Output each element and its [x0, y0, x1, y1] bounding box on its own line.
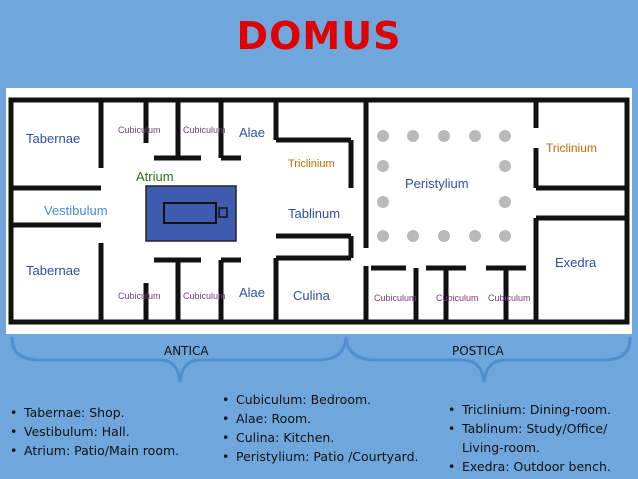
floor-plan-drawing: Tabernae Tabernae Vestibulum Atrium Cubi…: [8, 97, 630, 325]
column: [499, 196, 511, 208]
room-label-cubiculum-5: Cubiculum: [374, 293, 417, 303]
room-label-cubiculum-3: Cubiculum: [118, 291, 161, 301]
section-label-antica: ANTICA: [164, 344, 209, 358]
column: [499, 160, 511, 172]
definition-item: Vestibulum: Hall.: [10, 422, 220, 441]
definition-item: Culina: Kitchen.: [222, 428, 442, 447]
column: [438, 130, 450, 142]
room-label-cubiculum-6: Cubiculum: [436, 293, 479, 303]
definitions-list-2: Cubiculum: Bedroom. Alae: Room. Culina: …: [222, 390, 442, 466]
page-title: DOMUS: [236, 14, 402, 58]
room-label-cubiculum-7: Cubiculum: [488, 293, 531, 303]
definition-item: Triclinium: Dining-room.: [448, 400, 634, 419]
postica-brace: [344, 336, 632, 383]
impluvium-pool: [145, 185, 237, 242]
room-label-cubiculum-1: Cubiculum: [118, 125, 161, 135]
definition-item: Tablinum: Study/Office/ Living-room.: [448, 419, 634, 457]
column: [377, 160, 389, 172]
antica-brace: [10, 336, 348, 383]
room-label-culina: Culina: [293, 288, 331, 303]
room-label-vestibulum: Vestibulum: [44, 203, 108, 218]
column: [438, 230, 450, 242]
definitions-list-1: Tabernae: Shop. Vestibulum: Hall. Atrium…: [10, 403, 220, 460]
room-label-tabernae-bottom: Tabernae: [26, 263, 80, 278]
impluvium-drain: [218, 207, 228, 218]
floor-plan: Tabernae Tabernae Vestibulum Atrium Cubi…: [6, 88, 632, 334]
definition-item: Tabernae: Shop.: [10, 403, 220, 422]
column: [469, 230, 481, 242]
room-label-atrium: Atrium: [136, 169, 174, 184]
column: [499, 230, 511, 242]
column: [377, 196, 389, 208]
room-label-alae-bottom: Alae: [239, 285, 265, 300]
room-label-triclinium-left: Triclinium: [288, 158, 335, 170]
room-label-tablinum: Tablinum: [288, 206, 340, 221]
definitions-list-3: Triclinium: Dining-room. Tablinum: Study…: [448, 400, 634, 476]
column: [469, 130, 481, 142]
impluvium-basin: [163, 202, 217, 224]
room-label-peristylium: Peristylium: [405, 176, 469, 191]
room-label-exedra: Exedra: [555, 255, 597, 270]
definition-item: Alae: Room.: [222, 409, 442, 428]
column: [377, 230, 389, 242]
definition-item: Cubiculum: Bedroom.: [222, 390, 442, 409]
impluvium: [145, 185, 237, 242]
room-label-alae-top: Alae: [239, 125, 265, 140]
column: [499, 130, 511, 142]
outer-wall: [8, 97, 630, 325]
room-label-tabernae-top: Tabernae: [26, 131, 80, 146]
definition-item: Atrium: Patio/Main room.: [10, 441, 220, 460]
room-label-cubiculum-4: Cubiculum: [183, 291, 226, 301]
walls: [8, 97, 630, 325]
column: [377, 130, 389, 142]
room-label-cubiculum-2: Cubiculum: [183, 125, 226, 135]
peristylium-columns: [377, 130, 511, 242]
definition-item: Peristylium: Patio /Courtyard.: [222, 447, 442, 466]
definition-item: Exedra: Outdoor bench.: [448, 457, 634, 476]
section-label-postica: POSTICA: [452, 344, 504, 358]
column: [407, 230, 419, 242]
column: [407, 130, 419, 142]
room-label-triclinium-right: Triclinium: [546, 141, 597, 155]
section-braces: [10, 336, 632, 383]
